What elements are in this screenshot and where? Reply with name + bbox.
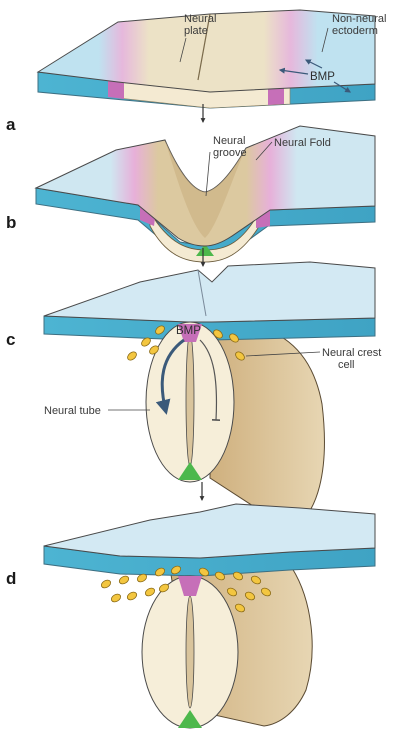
neural-groove-label-line1: Neural [213,135,245,147]
neural-plate-label-line1: Neural [184,13,216,25]
neural-crest-cell [118,575,130,586]
panel-d: d [6,504,375,728]
panel-c-bmp-label: BMP [176,325,201,337]
neural-plate-label-line2: plate [184,25,208,37]
panel-b-letter: b [6,213,16,232]
panel-c-letter: c [6,330,15,349]
neural-groove-label-line2: groove [213,147,247,159]
panel-a-border-right [268,88,284,105]
panel-c-ectoderm-top [44,262,375,322]
neural-crest-cell [126,591,138,602]
panel-a-letter: a [6,115,16,134]
panel-c-lumen [186,334,194,466]
panel-d-lumen [186,596,194,708]
neural-crest-cell [144,587,156,598]
non-neural-ectoderm-label-line2: ectoderm [332,25,378,37]
neural-crest-cell [100,579,112,590]
neural-crest-cell-label-line2: cell [338,359,355,371]
neural-crest-cell [110,593,122,604]
panel-a-border-left [108,81,124,99]
neural-crest-cell-label-line1: Neural crest [322,347,381,359]
panel-b: b Neural groove Neural Fold [6,126,375,262]
non-neural-ectoderm-label-line1: Non-neural [332,13,386,25]
neural-fold-label: Neural Fold [274,137,331,149]
neural-tube-label: Neural tube [44,405,101,417]
panel-c: c BMP Neural crest cell [6,262,381,530]
panel-a-bmp-label: BMP [310,71,335,83]
panel-a: a Neural plate Non-neural ectoderm BMP [6,10,386,134]
neural-crest-cell [126,350,138,362]
panel-d-letter: d [6,569,16,588]
panel-d-ectoderm-top [44,504,375,558]
